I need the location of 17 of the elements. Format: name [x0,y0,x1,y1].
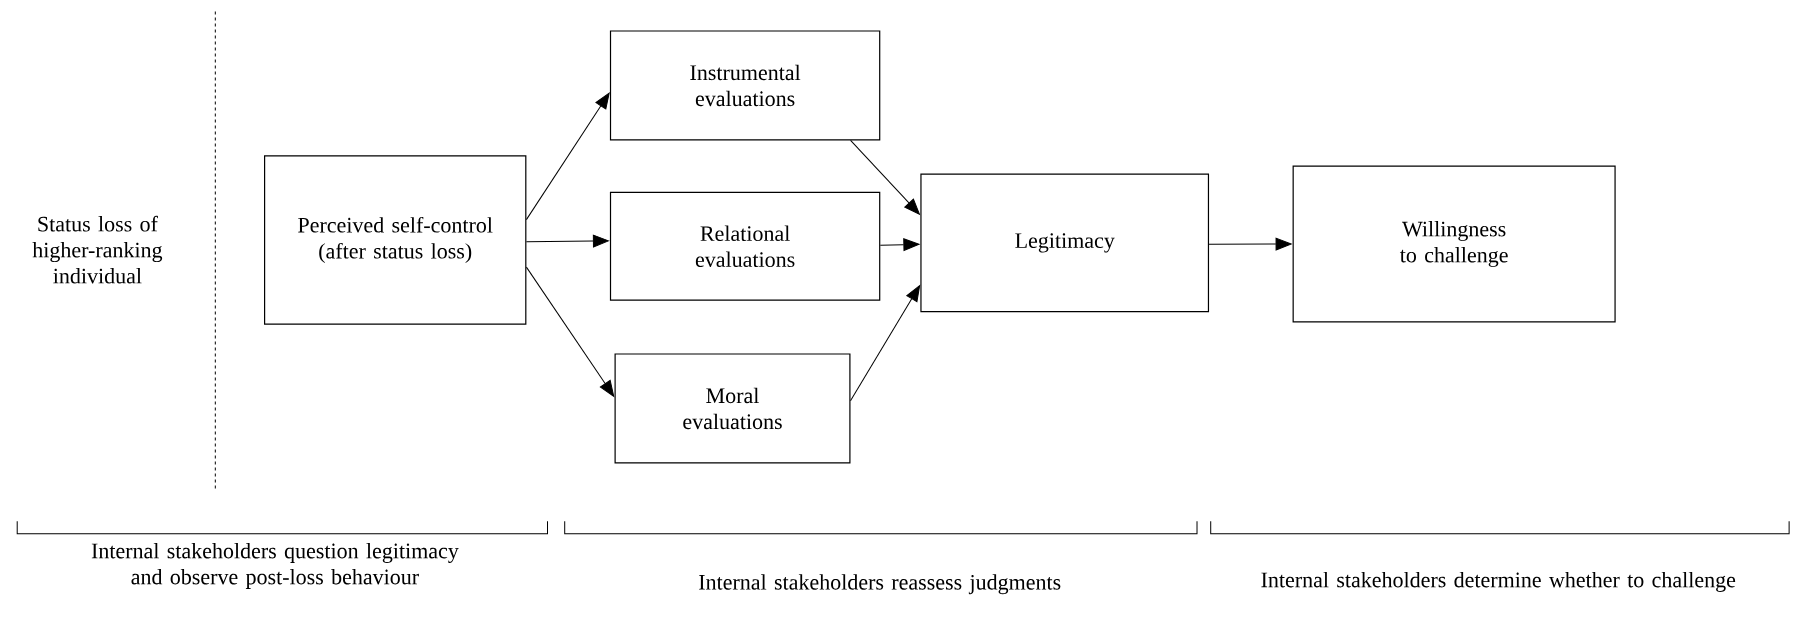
box: Legitimacy [920,173,1210,313]
arrow [525,234,609,248]
arrow [525,92,610,221]
arrow [1208,237,1292,251]
label-text: Internal stakeholders reassess judgments [699,574,1061,595]
arrow [850,139,920,215]
arrow [525,266,615,397]
box: Perceived self-control (after status loss) [264,155,527,325]
box: Willingness to challenge [1292,165,1616,323]
arrow [850,285,921,402]
box: Relational evaluations [609,191,881,301]
box: Instrumental evaluations [609,30,881,141]
label-text: Status loss of higher-ranking individual [32,215,163,284]
box: Moral evaluations [614,353,851,464]
label-text: Internal stakeholders question legitimacy and observe post-loss behaviour [91,542,459,589]
arrow [879,238,920,252]
label-text: Internal stakeholders determine whether to challenge [1261,571,1736,592]
